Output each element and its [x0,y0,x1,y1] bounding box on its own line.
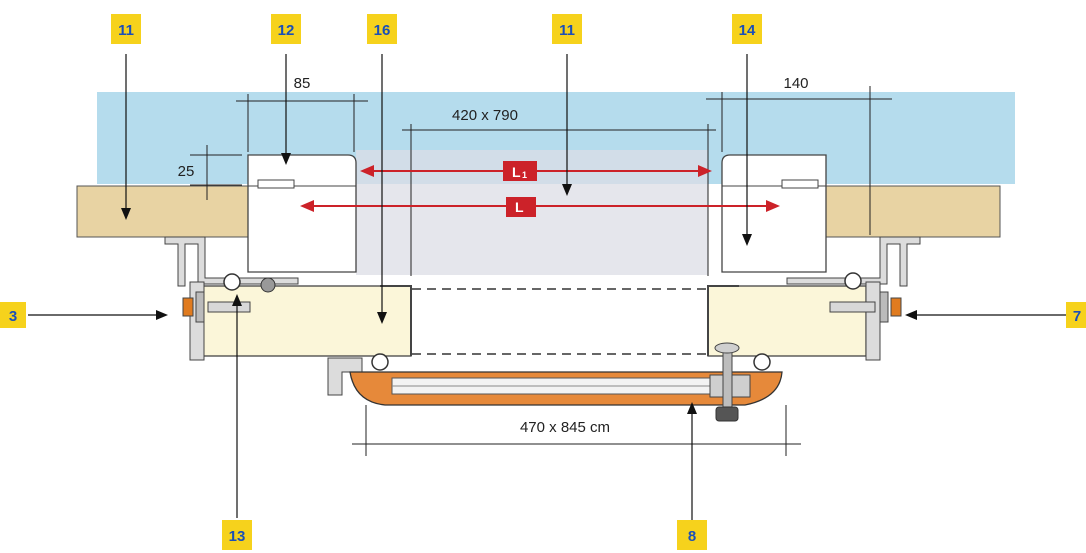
svg-text:11: 11 [118,22,134,39]
clamp-stem [722,351,733,413]
badge-8: 8 [677,520,707,550]
dim-opening-label: 420 x 790 [452,107,518,124]
dim-85-label: 85 [294,75,311,92]
left-coping-cap [257,179,295,189]
roller [223,273,241,291]
svg-text:3: 3 [9,308,17,325]
pointer-11-mid-head [562,184,572,196]
pointer-12-head [281,153,291,165]
badge-13: 13 [222,520,252,550]
label-l1-badge [503,161,537,181]
pointer-3-head [156,310,168,320]
arrow-l-head-right [766,200,780,212]
left-bracket [164,236,299,287]
badge-16: 16 [367,14,397,44]
badge-7: 7 [1066,302,1086,328]
dim-overall-label: 470 x 845 cm [520,419,610,436]
badge-3: 3 [0,302,26,328]
label-l1-text: L [512,164,521,180]
right-profile-edge [707,285,739,356]
right-bolt-head [879,291,889,323]
right-bolt [829,301,876,313]
svg-text:16: 16 [374,22,391,39]
svg-text:12: 12 [278,22,295,39]
left-profile [202,285,412,357]
left-profile-edge [380,285,412,356]
right-profile-back [865,281,881,361]
badge-11-mid: 11 [552,14,582,44]
right-coping-cap [781,179,819,189]
right-nut [890,297,902,317]
arrow-l-head-left [300,200,314,212]
pointer-14-head [742,234,752,246]
label-l1-subscript: 1 [522,170,527,180]
pointer-7-head [905,310,917,320]
pointer-13-head [232,294,242,306]
roller [753,353,771,371]
cover-bracket [327,357,363,396]
arrow-l1-head-left [360,165,374,177]
dim-140-label: 140 [783,75,808,92]
label-l-badge [506,197,536,217]
pointer-11-left-head [121,208,131,220]
svg-text:7: 7 [1073,308,1081,325]
badge-11-left: 11 [111,14,141,44]
badge-12: 12 [271,14,301,44]
roller [844,272,862,290]
svg-text:8: 8 [688,528,696,545]
left-bolt-head [195,291,205,323]
clamp-top [714,342,740,354]
svg-text:13: 13 [229,528,246,545]
arrow-l1-head-right [698,165,712,177]
right-coping [721,154,827,273]
roller [260,277,276,293]
left-nut [182,297,194,317]
svg-text:11: 11 [559,22,575,39]
badge-14: 14 [732,14,762,44]
left-bolt [207,301,251,313]
label-l-text: L [515,199,524,215]
dim-25-label: 25 [178,163,195,180]
pointer-16-head [377,312,387,324]
pointer-8-head [687,402,697,414]
left-coping [247,154,357,273]
svg-text:14: 14 [739,22,756,39]
roller [371,353,389,371]
clamp-knob [715,406,739,422]
right-bracket [786,236,921,287]
